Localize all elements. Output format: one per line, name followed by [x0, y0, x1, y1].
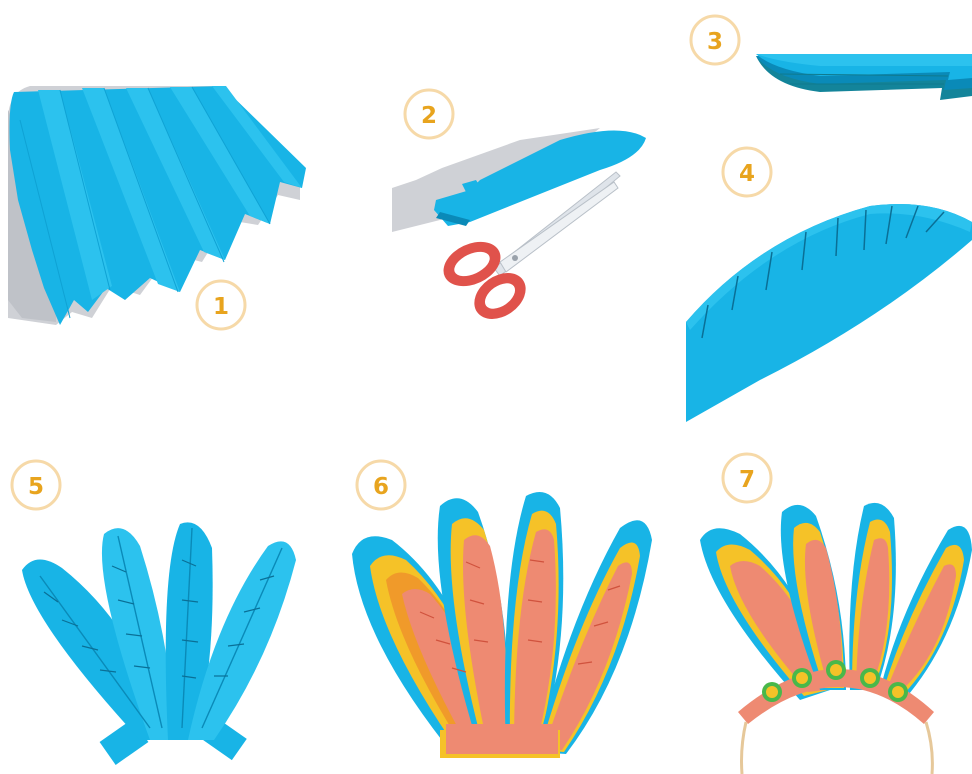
step-number-2: 2 [421, 103, 437, 129]
step-3-stacked-strips [756, 54, 972, 100]
step-badge-2: 2 [405, 90, 453, 138]
step-4-cut-feather [686, 204, 972, 422]
step-number-4: 4 [739, 161, 755, 187]
step-number-3: 3 [707, 29, 723, 55]
step-badge-1: 1 [197, 281, 245, 329]
step-badge-7: 7 [723, 454, 771, 502]
step-badge-4: 4 [723, 148, 771, 196]
step-number-5: 5 [28, 474, 44, 500]
step-6-layered-feathers [352, 492, 652, 758]
step-7-headband [700, 503, 972, 774]
step-number-7: 7 [739, 467, 755, 493]
step-5-blue-feathers [22, 522, 296, 765]
step-badge-3: 3 [691, 16, 739, 64]
step-number-6: 6 [373, 474, 389, 500]
step-1-folded-paper [8, 86, 306, 325]
step-badge-5: 5 [12, 461, 60, 509]
step-badge-6: 6 [357, 461, 405, 509]
step-number-1: 1 [213, 294, 229, 320]
